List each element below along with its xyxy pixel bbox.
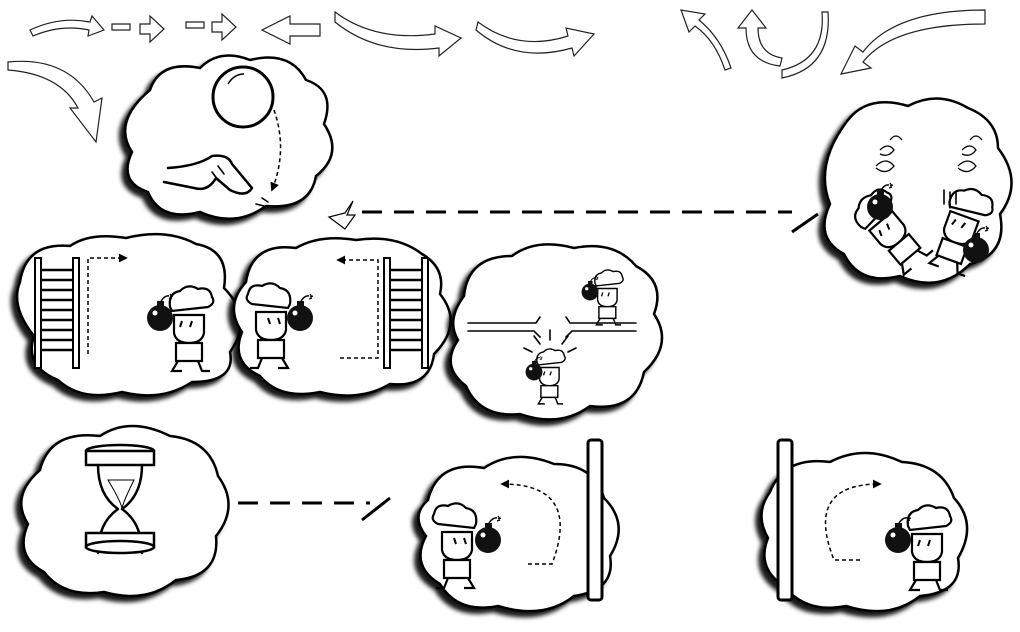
dashed-arrow-to-wall (238, 496, 391, 522)
decorative-arrows-top (7, 9, 986, 144)
panel-floor-break (449, 243, 664, 421)
wall-icon (776, 438, 794, 602)
panel-hourglass (20, 424, 230, 598)
panel-wall-right (760, 438, 969, 613)
smoke-icon (875, 135, 983, 173)
hourglass-icon (84, 443, 156, 555)
panel-explosion (823, 97, 1013, 284)
hand-icon (162, 154, 269, 207)
panel-ladder-left (232, 237, 452, 397)
panel-ladder-right (15, 232, 242, 397)
wall-icon (586, 438, 604, 602)
dashed-return-arrow (327, 200, 819, 234)
panel-wall-left (417, 438, 620, 613)
panel-drop-ball (123, 54, 334, 220)
ball-icon (211, 65, 275, 129)
broken-floor-icon (467, 316, 637, 338)
